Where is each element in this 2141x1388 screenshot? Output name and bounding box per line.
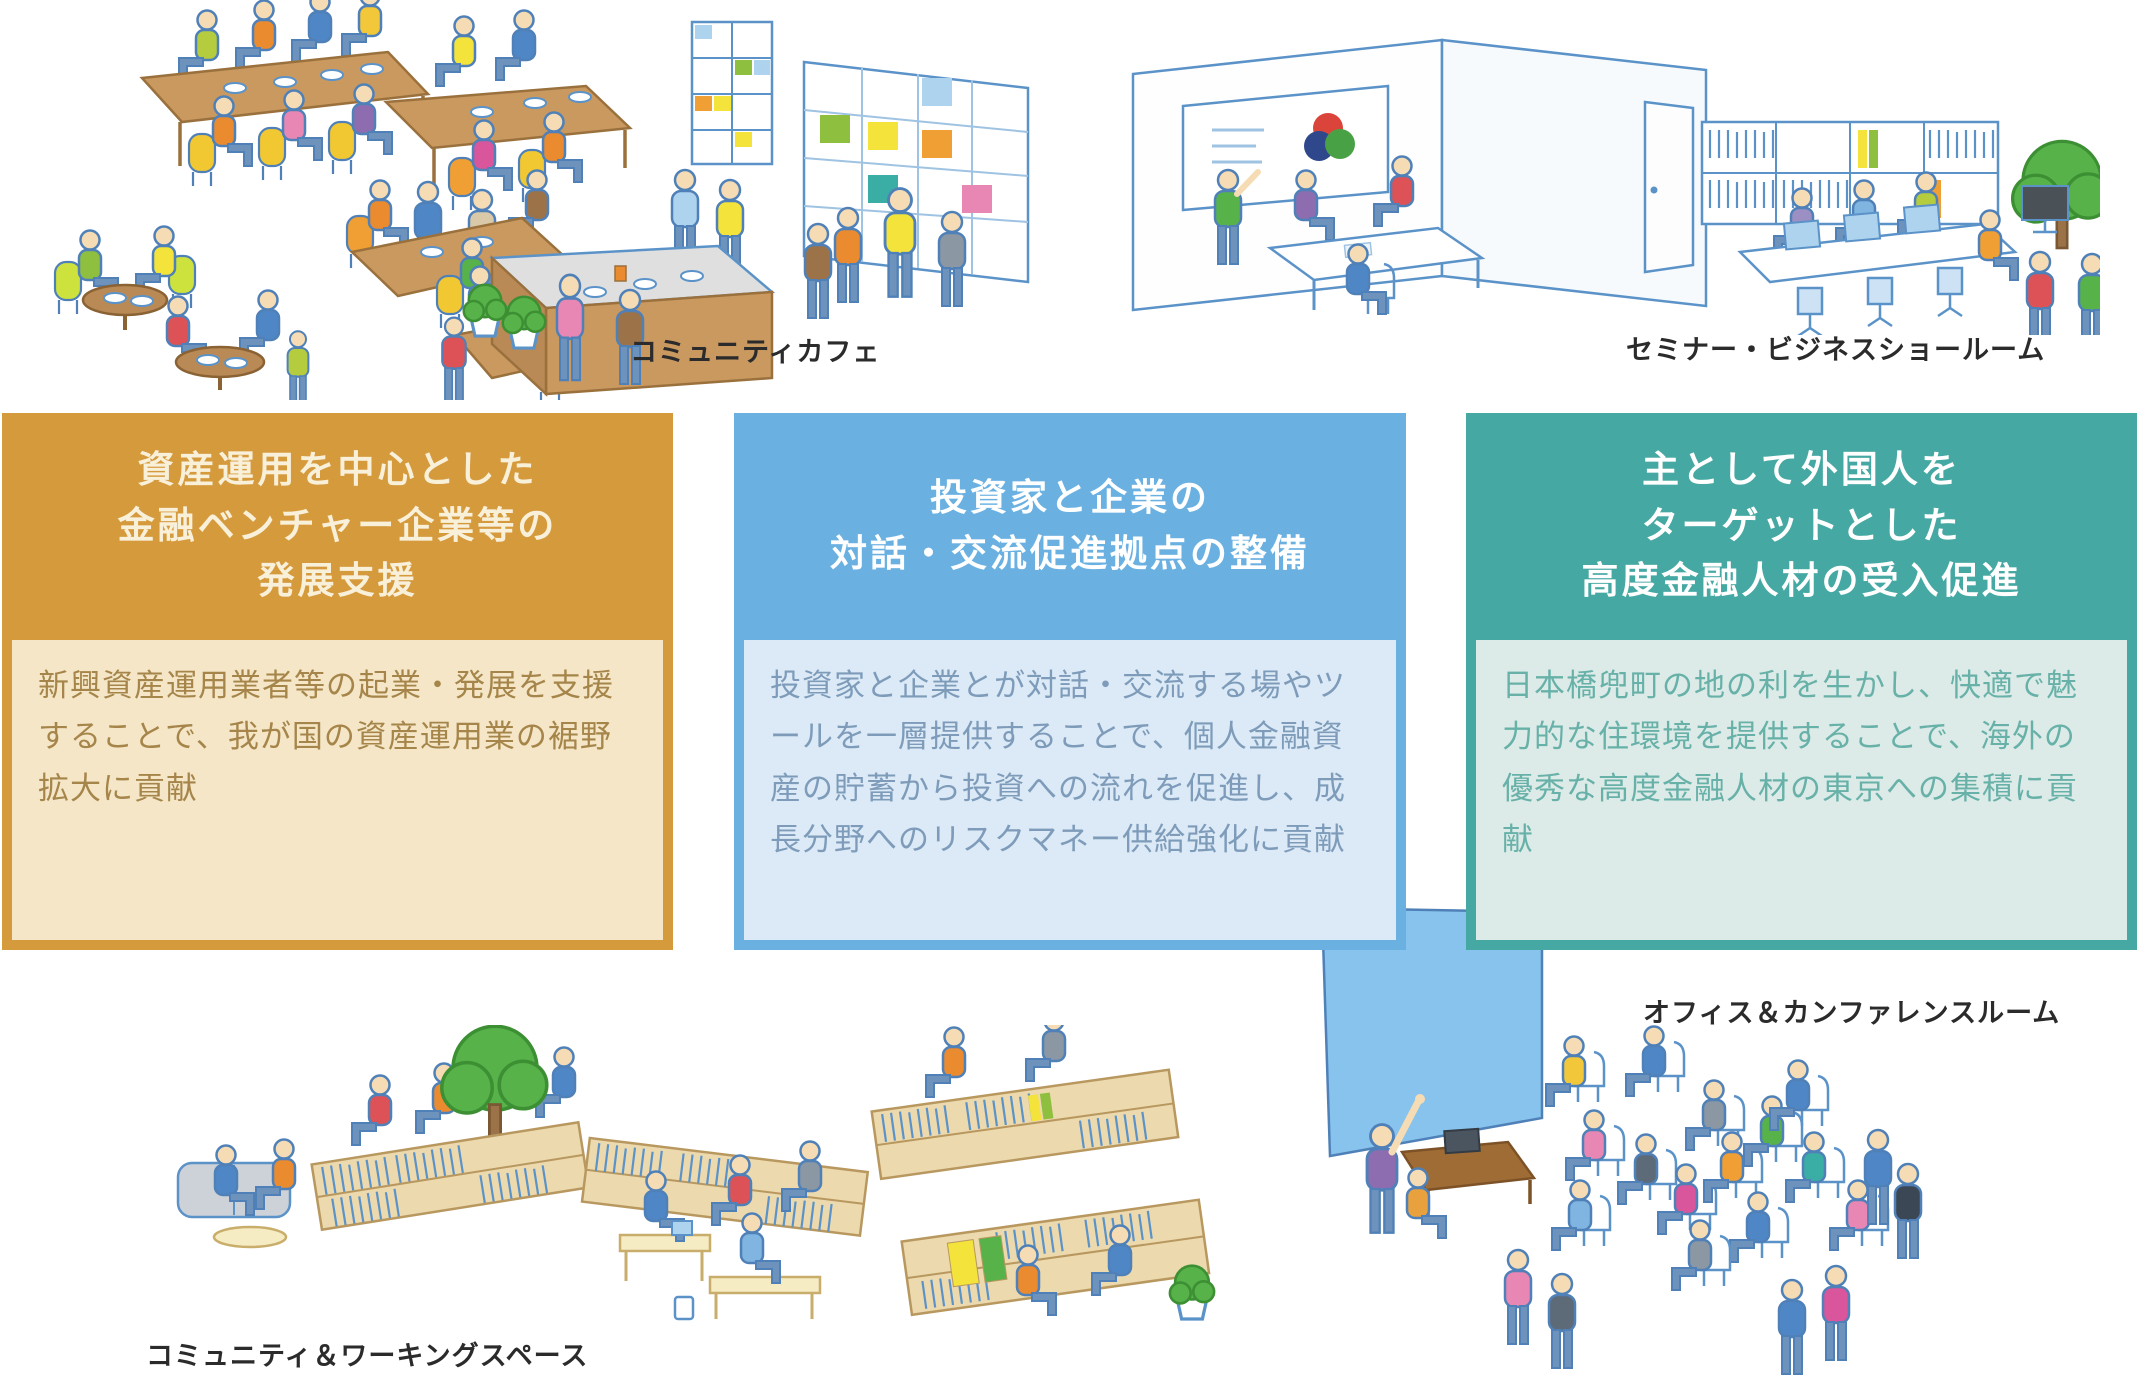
large-monitor [2021,185,2069,234]
panel-title-line: 資産運用を中心とした [137,450,538,492]
tree-icon [440,1025,549,1143]
bookshelf-row [870,1068,1180,1181]
panel-title-line: 高度金融人材の受入促進 [1581,561,2022,603]
person-figure [2077,252,2100,335]
door [1643,100,1695,274]
panel-title-line: 発展支援 [257,561,418,603]
person-figure [350,1074,393,1147]
chair [257,126,287,182]
panel-title-line: 投資家と企業の [930,478,1210,519]
work-desk [708,1275,822,1295]
panel-title-line: ターゲットとした [1641,505,1962,547]
person-figure [340,0,383,58]
person-figure [937,210,967,308]
office-chair [1866,276,1894,328]
cafe-round-table [174,345,266,379]
chair [327,120,357,176]
meeting-room-wall [1440,38,1708,308]
monitor [1842,211,1882,243]
panel-foreign-talent: 主として外国人を ターゲットとした 高度金融人材の受入促進 日本橋兜町の地の利を… [1466,413,2137,950]
monitor [1902,203,1942,235]
caption-seminar-showroom: セミナー・ビジネスショールーム [1626,335,2046,365]
person-figure [1893,1162,1923,1260]
chair [53,260,83,316]
caption-working-space: コミュニティ＆ワーキングスペース [146,1341,589,1371]
person-figure [367,179,410,252]
person-figure [1977,209,2020,282]
whiteboard [1181,84,1390,212]
person-figure [434,15,477,88]
person-figure [883,187,917,299]
panel-description: 日本橋兜町の地の利を生かし、快適で魅力的な住環境を提供することで、海外の優秀な高… [1476,640,2127,940]
panel-description: 投資家と企業とが対話・交流する場やツールを一層提供することで、個人金融資産の貯蓄… [744,640,1396,940]
bookshelf-row [900,1198,1211,1317]
chair [187,132,217,188]
cafe-scene [53,0,776,400]
person-figure [833,206,863,304]
person-figure [803,222,833,320]
conference-scene [1320,906,1923,1376]
caption-office-conference: オフィス＆カンファレンスルーム [1643,998,2061,1028]
person-figure [1777,1278,1807,1376]
person-figure [290,0,333,64]
bookshelf [1700,120,2000,226]
panel-title: 主として外国人を ターゲットとした 高度金融人材の受入促進 [1476,413,2127,640]
person-figure [1821,1264,1851,1362]
bookshelf-row [310,1120,591,1232]
waste-bin [673,1295,695,1321]
laptop [671,1220,693,1236]
meeting-table [1266,226,1486,282]
monitor [1782,219,1822,251]
working-space-illustration [176,1025,1216,1321]
coffee-table [212,1225,288,1249]
person-figure [1365,1123,1399,1235]
panel-title: 投資家と企業の 対話・交流促進拠点の整備 [744,413,1396,640]
office-chair [1936,266,1964,318]
panel-title-line: 主として外国人を [1642,450,1961,492]
panel-description: 新興資産運用業者等の起業・発展を支援することで、我が国の資産運用業の裾野拡大に貢… [12,640,663,940]
community-cafe-illustration [53,0,776,400]
person-figure [1547,1272,1577,1370]
workspace-scene [176,1025,1216,1321]
panel-title-line: 対話・交流促進拠点の整備 [830,533,1310,575]
office-desk [1737,222,2018,284]
audience [1544,1025,1890,1292]
panel-title-line: 金融ベンチャー企業等の [117,505,558,547]
seminar-showroom-illustration [802,38,2100,335]
venn-diagram [1304,113,1355,161]
person-figure [2025,250,2055,335]
display-wall [802,60,1030,284]
person-figure [1503,1248,1533,1346]
person-figure [441,316,467,400]
work-desk [618,1233,712,1253]
panel-title: 資産運用を中心とした 金融ベンチャー企業等の 発展支援 [12,413,663,640]
laptop [1443,1127,1481,1155]
seminar-scene [802,38,2100,335]
cafe-long-table [383,84,633,150]
panel-asset-management-support: 資産運用を中心とした 金融ベンチャー企業等の 発展支援 新興資産運用業者等の起業… [2,413,673,950]
bookshelf-row [580,1136,870,1238]
caption-community-cafe: コミュニティカフェ [630,337,881,367]
person-figure [286,330,310,400]
person-figure [234,0,277,72]
person-figure [1863,1128,1893,1226]
panel-investor-dialogue: 投資家と企業の 対話・交流促進拠点の整備 投資家と企業とが対話・交流する場やツー… [734,413,1406,950]
cafe-shelf [690,20,774,166]
person-figure [494,9,537,82]
office-conference-illustration [1320,906,1923,1376]
